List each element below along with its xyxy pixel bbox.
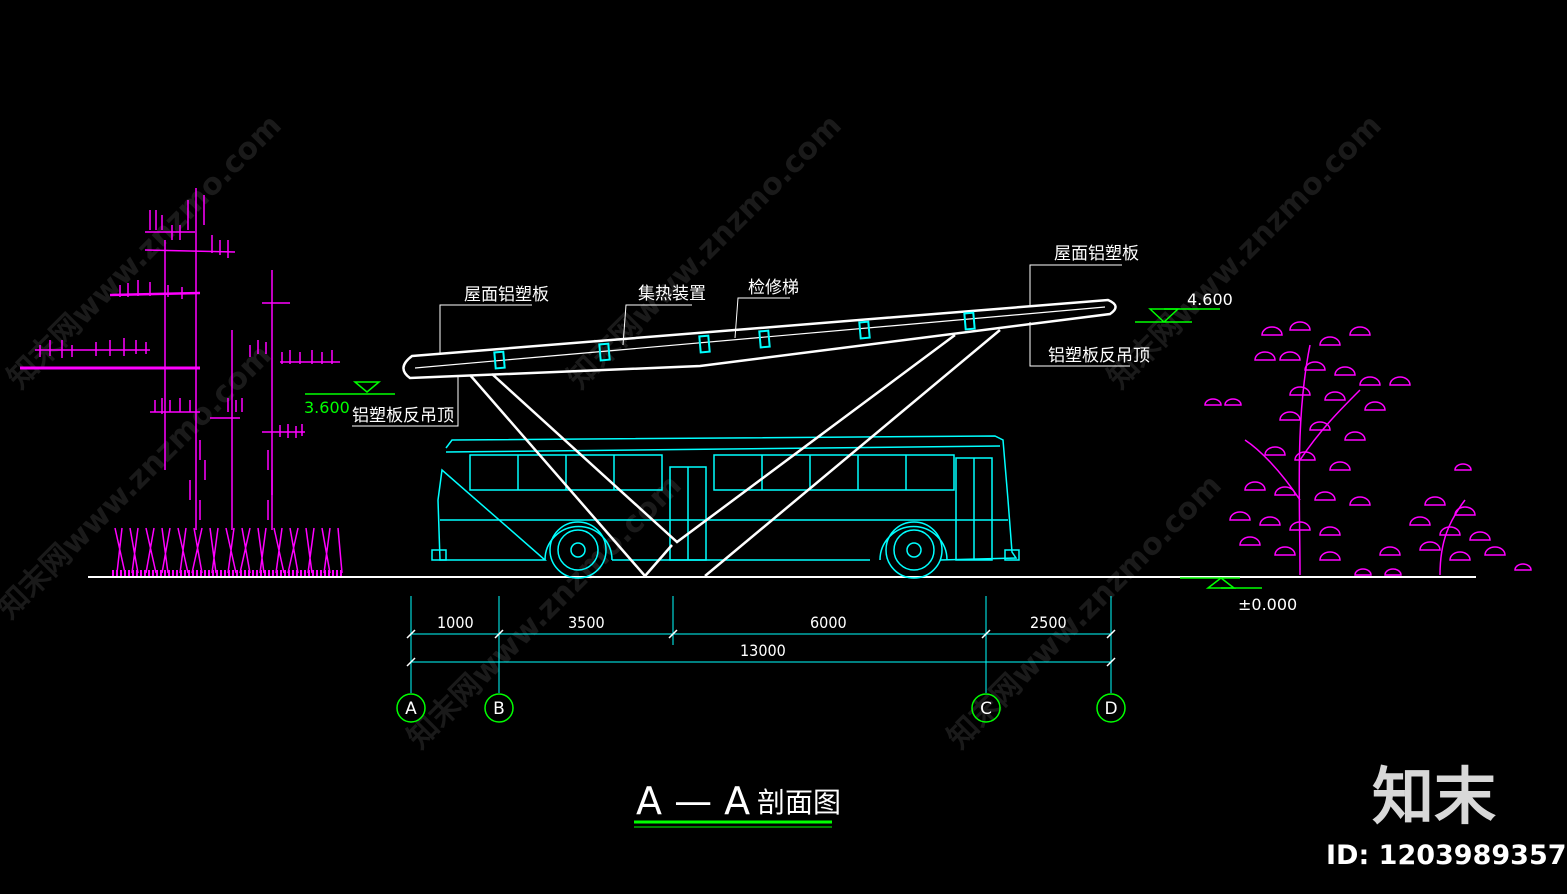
- axis-label-b: B: [493, 699, 505, 719]
- dim-total: 13000: [740, 641, 786, 660]
- elevation-ground: ±0.000: [1238, 595, 1297, 614]
- dim-segment-1: 1000: [437, 613, 474, 632]
- bus: [431, 435, 1020, 579]
- axis-label-d: D: [1104, 699, 1117, 719]
- label-ladder: 检修梯: [748, 278, 799, 298]
- label-roof-right: 屋面铝塑板: [1054, 244, 1139, 264]
- label-ceiling-right: 铝塑板反吊顶: [1048, 346, 1150, 366]
- axis-bubbles: [396, 693, 1126, 723]
- solar-collectors: [493, 311, 976, 370]
- elevation-markers: [305, 308, 1262, 589]
- right-plants: [1204, 321, 1532, 576]
- leader-lines: [352, 264, 1130, 427]
- label-collector: 集热装置: [638, 284, 706, 304]
- drawing-title: A — A: [636, 779, 750, 823]
- brand-id: ID: 1203989357: [1326, 840, 1567, 871]
- dim-segment-2: 3500: [568, 613, 605, 632]
- dimension-lines: [406, 596, 1116, 693]
- label-roof-left: 屋面铝塑板: [464, 285, 549, 305]
- watermark-text: 知末网www.znzmo.com: [0, 338, 279, 626]
- brand-logo: 知末: [1372, 760, 1496, 833]
- dim-segment-3: 6000: [810, 613, 847, 632]
- dim-segment-4: 2500: [1030, 613, 1067, 632]
- elevation-right: 4.600: [1187, 290, 1233, 309]
- left-plants: [20, 188, 343, 576]
- drawing-title-sub: 剖面图: [757, 786, 841, 819]
- elevation-left: 3.600: [304, 398, 350, 417]
- label-ceiling-left: 铝塑板反吊顶: [352, 406, 454, 426]
- axis-label-c: C: [980, 699, 992, 719]
- axis-label-a: A: [405, 699, 417, 719]
- watermark-layer: 知末网www.znzmo.com 知末网www.znzmo.com 知末网www…: [0, 108, 1389, 756]
- watermark-text: 知末网www.znzmo.com: [401, 468, 689, 756]
